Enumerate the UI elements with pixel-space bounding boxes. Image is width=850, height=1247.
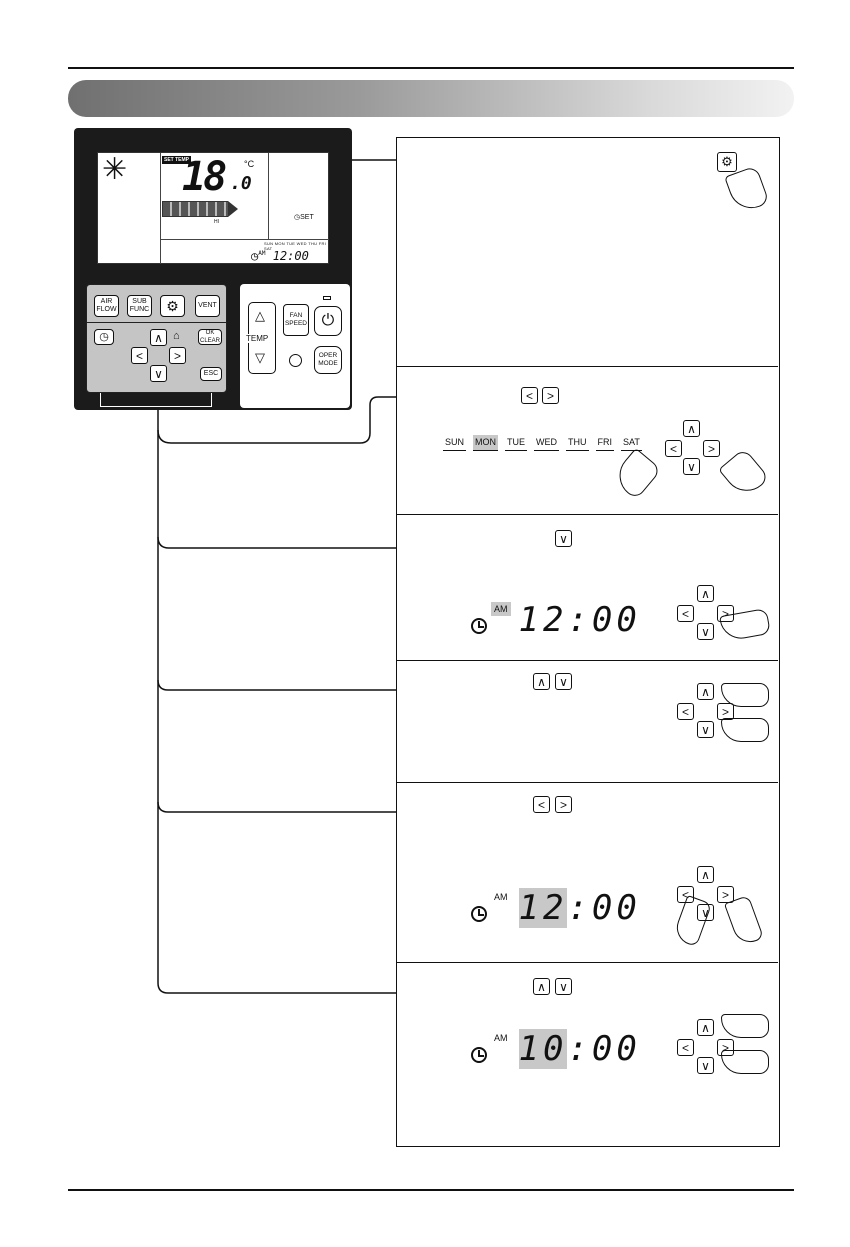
sensor xyxy=(289,354,302,367)
right-key-icon: > xyxy=(703,440,720,457)
up-key-icon: ∧ xyxy=(533,978,550,995)
ok-clear-button[interactable]: OK CLEAR xyxy=(198,329,222,345)
right-key-icon: > xyxy=(542,387,559,404)
right-key-icon: > xyxy=(555,796,572,813)
left-key-icon: < xyxy=(677,703,694,720)
cooling-icon: ✳ xyxy=(102,153,128,186)
down-button[interactable]: ∨ xyxy=(150,365,167,382)
settings-icon[interactable]: ⚙ xyxy=(160,295,185,317)
hand-icon xyxy=(718,447,770,501)
minute-digits: :00 xyxy=(567,1029,641,1069)
down-key-icon: ∨ xyxy=(697,904,714,921)
down-key-icon: ∨ xyxy=(555,978,572,995)
power-indicator xyxy=(323,296,331,300)
power-button[interactable]: ⏻ xyxy=(314,306,342,336)
hand-icon xyxy=(724,165,770,215)
home-icon: ⌂ xyxy=(173,330,180,342)
air-flow-button[interactable]: AIR FLOW xyxy=(94,295,119,317)
temp-down-button[interactable]: ▽ xyxy=(255,350,265,365)
set-temp-badge: SET TEMP xyxy=(162,156,192,164)
function-panel: AIR FLOW SUB FUNC ⚙ VENT ◷ ∧ < > ∨ ⌂ OK … xyxy=(86,284,227,393)
left-key-icon: < xyxy=(521,387,538,404)
timer-set-indicator: ◷SET xyxy=(294,214,314,221)
time-display-1: AM 12:00 xyxy=(471,602,641,638)
hour-digits: 12 xyxy=(518,888,568,928)
down-key-icon: ∨ xyxy=(697,623,714,640)
fan-level-arrow xyxy=(228,201,238,217)
time-value: 10:00 xyxy=(518,1029,641,1069)
down-key-icon: ∨ xyxy=(555,673,572,690)
fan-label: HI xyxy=(214,219,219,225)
left-key-icon: < xyxy=(533,796,550,813)
up-button[interactable]: ∧ xyxy=(150,329,167,346)
temp-up-button[interactable]: △ xyxy=(255,308,265,323)
day-sat: SAT xyxy=(621,435,642,451)
day-tue: TUE xyxy=(505,435,528,451)
clock-icon xyxy=(471,1047,487,1063)
minute-digits: :00 xyxy=(567,888,641,928)
vent-button[interactable]: VENT xyxy=(195,295,220,317)
time-display-2: AM 12:00 xyxy=(471,888,641,928)
esc-button[interactable]: ESC xyxy=(200,367,222,381)
clock-icon xyxy=(471,618,487,634)
clock-icon: ◷ xyxy=(251,249,259,263)
section-banner xyxy=(68,80,794,117)
temperature-value: 18 xyxy=(182,154,227,200)
day-wed: WED xyxy=(534,435,560,451)
clock-icon xyxy=(471,906,487,922)
right-key-icon: > xyxy=(717,886,734,903)
timer-button[interactable]: ◷ xyxy=(94,329,114,345)
down-key-icon: ∨ xyxy=(683,458,700,475)
dpad-illustration: ∧ < > ∨ xyxy=(663,866,735,928)
oper-mode-button[interactable]: OPER MODE xyxy=(314,346,342,374)
up-key-icon: ∧ xyxy=(533,673,550,690)
lcd-days: SUN MON TUE WED THU FRI SAT xyxy=(264,241,327,251)
right-button[interactable]: > xyxy=(169,347,186,364)
left-key-icon: < xyxy=(677,1039,694,1056)
ampm-indicator: AM xyxy=(491,602,511,616)
fan-level-bar xyxy=(162,201,228,217)
fan-speed-button[interactable]: FAN SPEED xyxy=(283,304,309,336)
instruction-steps: ⚙ < > SUN MON TUE WED THU FRI SAT ∧ < > … xyxy=(396,137,780,1147)
main-control-panel: △ ▽ TEMP FAN SPEED ⏻ OPER MODE xyxy=(240,284,350,408)
down-key-icon: ∨ xyxy=(555,530,572,547)
down-key-icon: ∨ xyxy=(697,721,714,738)
day-mon: MON xyxy=(473,435,499,451)
hand-icon xyxy=(723,894,765,948)
lcd-display: ✳ SET TEMP 18 .0 °C HI ◷SET SUN MON TUE … xyxy=(97,152,329,264)
down-key-icon: ∨ xyxy=(697,1057,714,1074)
clock-icon: ◷ xyxy=(294,214,301,221)
time-value: 12:00 xyxy=(518,888,641,928)
left-key-icon: < xyxy=(677,605,694,622)
up-key-icon: ∧ xyxy=(683,420,700,437)
hour-digits: 10 xyxy=(518,1029,568,1069)
day-fri: FRI xyxy=(595,435,615,451)
up-key-icon: ∧ xyxy=(697,1019,714,1036)
time-display-3: AM 10:00 xyxy=(471,1029,641,1069)
day-sun: SUN xyxy=(443,435,467,451)
ampm-indicator: AM xyxy=(494,1033,508,1043)
top-rule xyxy=(68,67,794,69)
temp-label: TEMP xyxy=(244,334,271,343)
settings-key-icon: ⚙ xyxy=(717,152,737,172)
remote-bottom-tab xyxy=(100,393,212,407)
right-key-icon: > xyxy=(717,605,734,622)
temperature-decimal: .0 xyxy=(230,173,252,194)
temperature-unit: °C xyxy=(244,159,255,169)
left-key-icon: < xyxy=(665,440,682,457)
day-thu: THU xyxy=(566,435,589,451)
left-key-icon: < xyxy=(677,886,694,903)
ampm-indicator: AM xyxy=(494,892,508,902)
day-selector: SUN MON TUE WED THU FRI SAT xyxy=(443,435,642,451)
up-key-icon: ∧ xyxy=(697,866,714,883)
sub-func-button[interactable]: SUB FUNC xyxy=(127,295,152,317)
up-key-icon: ∧ xyxy=(697,585,714,602)
lcd-time: ◷AM 12:00 xyxy=(251,249,309,263)
bottom-rule xyxy=(68,1189,794,1191)
up-key-icon: ∧ xyxy=(697,683,714,700)
time-value: 12:00 xyxy=(518,600,641,640)
left-button[interactable]: < xyxy=(131,347,148,364)
dpad-illustration: ∧ < > ∨ xyxy=(675,585,747,647)
dpad-illustration: ∧ < > ∨ xyxy=(637,420,720,482)
